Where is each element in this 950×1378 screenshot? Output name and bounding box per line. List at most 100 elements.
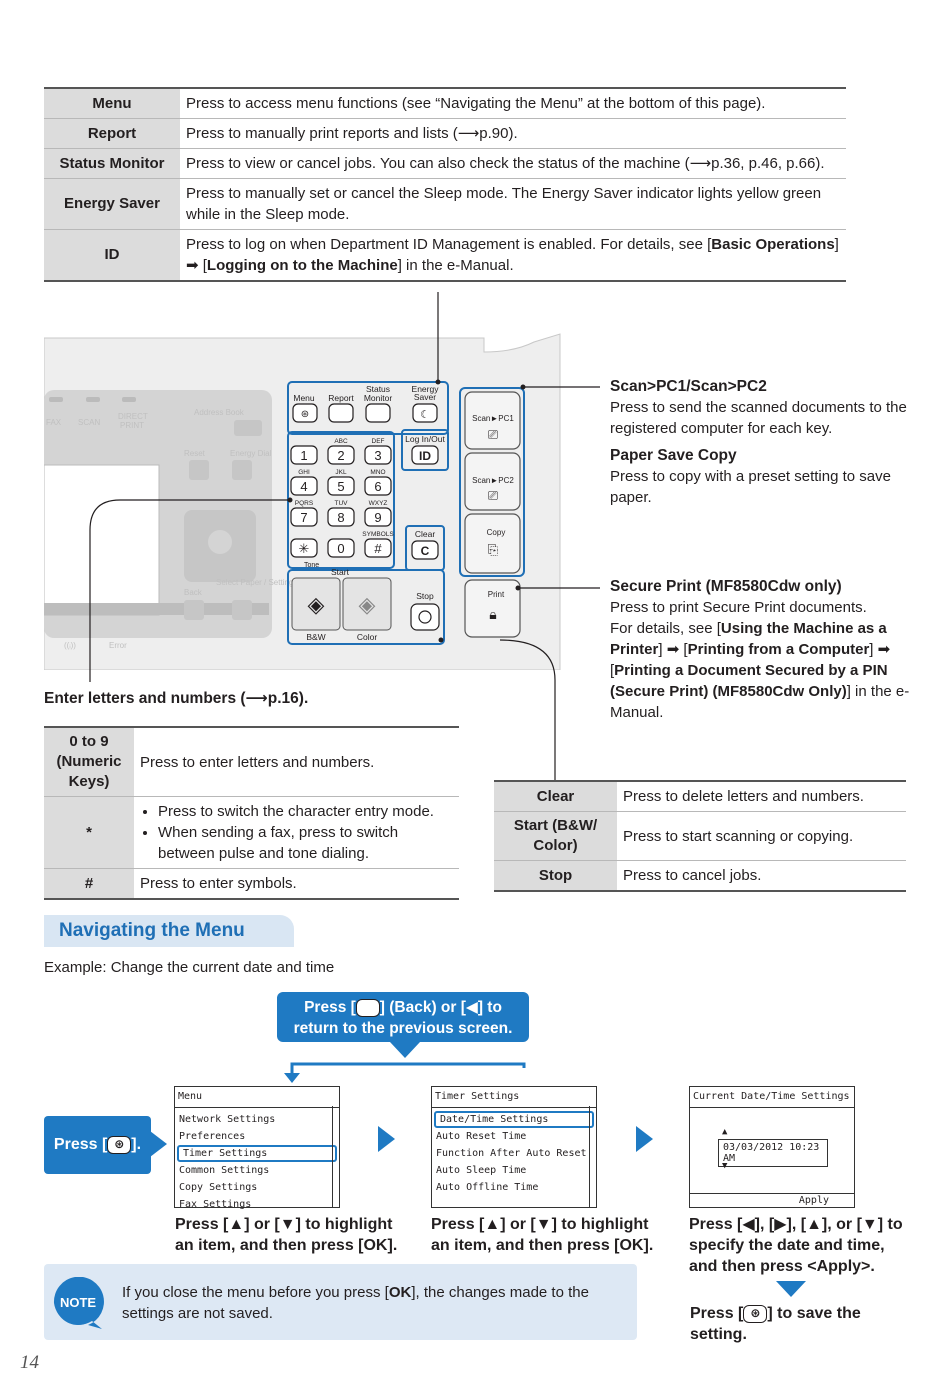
svg-text:Scan►PC1: Scan►PC1 <box>472 414 514 423</box>
log-in-out-label: Log In/Out <box>405 434 445 444</box>
numpad-key-0[interactable]: 0 <box>327 538 355 558</box>
menu-item[interactable]: Fax Settings <box>179 1199 252 1210</box>
copy-key[interactable] <box>464 513 521 574</box>
report-key[interactable] <box>328 403 354 423</box>
table-row: Status Monitor Press to view or cancel jo… <box>44 148 846 179</box>
table-row: *Press to switch the character entry mod… <box>44 796 459 869</box>
svg-text:ABC: ABC <box>334 438 348 445</box>
arrow-right-icon <box>636 1126 653 1152</box>
numpad-key-2[interactable]: ABC 2 <box>327 438 355 465</box>
numpad-key-1[interactable]: 1 <box>290 445 318 465</box>
svg-text:2: 2 <box>337 448 344 463</box>
arrow-down-icon <box>776 1281 806 1297</box>
key-description: Press to access menu functions (see “Nav… <box>186 95 766 112</box>
svg-text:GHI: GHI <box>298 469 310 476</box>
caption-step-4: Press [⊛] to save the setting. <box>690 1304 861 1343</box>
menu-item[interactable]: Timer Settings <box>177 1145 337 1162</box>
stop-icon <box>418 610 432 624</box>
key-name: Stop <box>494 860 617 891</box>
date-time-screen: Current Date/Time Settings ▲ 03/03/2012 … <box>689 1086 855 1208</box>
key-name: Status Monitor <box>44 148 180 179</box>
svg-text:#: # <box>374 541 382 556</box>
key-name: 0 to 9 (Numeric Keys) <box>44 727 134 797</box>
svg-text:Reset: Reset <box>184 449 206 458</box>
svg-text:Address Book: Address Book <box>194 408 245 417</box>
svg-text:Energy: Energy <box>412 384 440 394</box>
menu-item[interactable]: Network Settings <box>179 1114 276 1125</box>
numpad-key-#[interactable]: SYMBOLS# <box>362 531 394 558</box>
start-bw-icon: ◈ <box>308 592 325 617</box>
scan-pc1-key[interactable] <box>464 391 521 450</box>
svg-text:4: 4 <box>300 479 307 494</box>
status-monitor-key-label: Status <box>366 384 390 394</box>
svg-text:SCAN: SCAN <box>78 418 100 427</box>
menu-gear-icon: ⊛ <box>743 1304 768 1323</box>
menu-item[interactable]: Date/Time Settings <box>434 1111 594 1128</box>
id-key[interactable] <box>411 445 439 465</box>
back-key-icon <box>355 998 380 1017</box>
key-description: Press to log on when Department ID Manag… <box>186 236 839 274</box>
svg-text:MNO: MNO <box>370 469 385 476</box>
svg-text:Select Paper / Settings: Select Paper / Settings <box>216 578 297 587</box>
scrollbar[interactable] <box>589 1106 596 1207</box>
status-monitor-key[interactable] <box>365 403 391 423</box>
svg-text:Error: Error <box>109 641 127 650</box>
stop-key[interactable] <box>410 603 440 631</box>
callout-lines <box>89 292 600 781</box>
tone-label: Tone <box>304 562 319 569</box>
start-color-key[interactable] <box>342 577 392 631</box>
note-box: NOTE If you close the menu before you pr… <box>44 1264 637 1340</box>
scan-pc2-key[interactable] <box>464 452 521 511</box>
menu-item[interactable]: Auto Sleep Time <box>436 1165 527 1176</box>
example-text: Example: Change the current date and tim… <box>44 959 335 976</box>
menu-item[interactable]: Preferences <box>179 1131 246 1142</box>
clear-key[interactable] <box>411 540 439 560</box>
lock-icon: 🔒︎ <box>489 606 496 622</box>
apply-button[interactable]: Apply <box>690 1193 854 1207</box>
menu-item[interactable]: Copy Settings <box>179 1182 258 1193</box>
menu-item[interactable]: Common Settings <box>179 1165 270 1176</box>
moon-icon: ☾ <box>420 409 430 421</box>
enter-letters-heading: Enter letters and numbers (⟶p.16). <box>44 690 309 707</box>
svg-text:Clear: Clear <box>415 529 435 539</box>
key-name: ID <box>44 229 180 281</box>
svg-text:✳: ✳ <box>299 541 310 556</box>
key-name: * <box>44 796 134 869</box>
numpad-key-4[interactable]: GHI 4 <box>290 469 318 496</box>
menu-key[interactable] <box>292 403 318 423</box>
menu-item[interactable]: Auto Reset Time <box>436 1131 527 1142</box>
svg-text:5: 5 <box>337 479 344 494</box>
back-arrow <box>284 1042 526 1083</box>
paper-save-icon: ⎘ <box>488 542 498 557</box>
svg-text:Copy: Copy <box>487 528 506 537</box>
key-description: Press to view or cancel jobs. You can al… <box>186 155 825 172</box>
key-name: Energy Saver <box>44 178 180 230</box>
menu-gear-icon: ⊛ <box>107 1135 132 1154</box>
key-description: Press to switch the character entry mode… <box>134 797 459 869</box>
svg-text:Stop: Stop <box>416 591 434 601</box>
print-key[interactable] <box>464 579 521 638</box>
key-name: Start (B&W/ Color) <box>494 811 617 861</box>
menu-gear-icon: ⊛ <box>301 409 309 420</box>
menu-item[interactable]: Auto Offline Time <box>436 1182 539 1193</box>
menu-item[interactable]: Function After Auto Reset <box>436 1148 587 1159</box>
table-row: #Press to enter symbols. <box>44 868 459 899</box>
key-description: Press to manually set or cancel the Slee… <box>186 185 822 223</box>
date-time-field[interactable]: 03/03/2012 10:23 AM <box>718 1139 828 1167</box>
scrollbar[interactable] <box>332 1106 339 1207</box>
energy-saver-key[interactable] <box>412 403 438 423</box>
start-bw-key[interactable] <box>291 577 341 631</box>
numpad-key-✳[interactable]: ✳ <box>290 538 318 558</box>
note-text: If you close the menu before you press [… <box>122 1284 589 1322</box>
